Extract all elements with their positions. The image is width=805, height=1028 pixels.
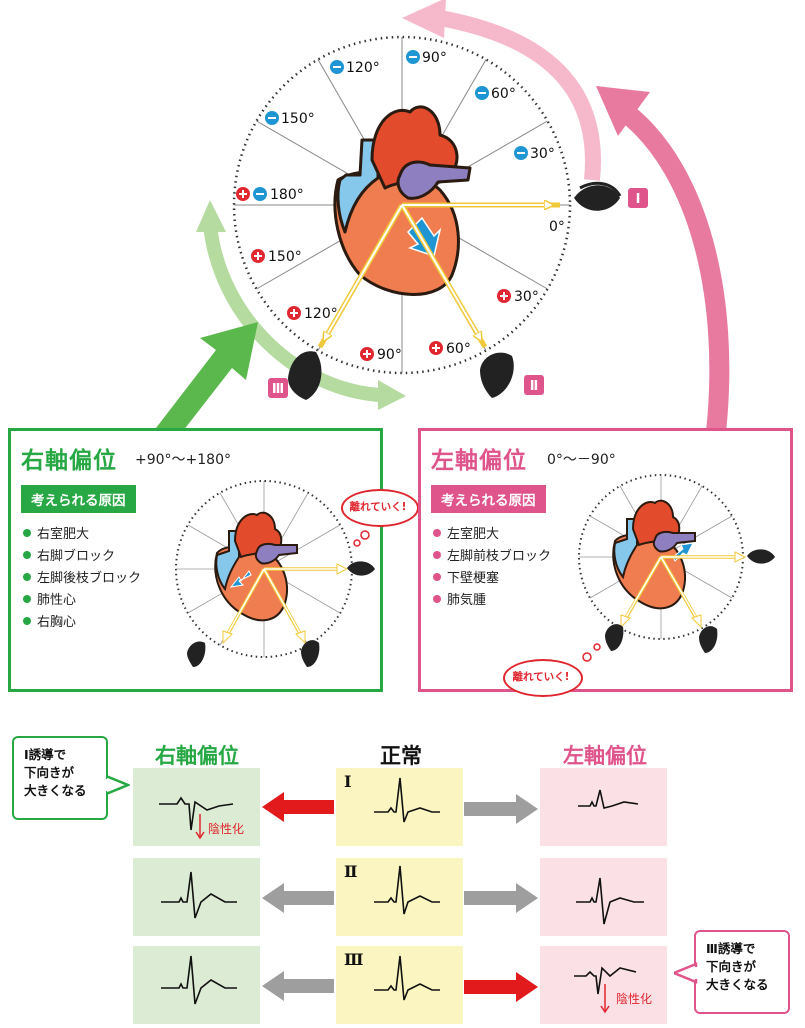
right-axis-deviation-box: 右軸偏位 +90°～+180° 考えられる原因 右室肥大 右脚ブロック 左脚後枝…	[8, 428, 419, 692]
row-label-1: Ⅰ	[344, 772, 352, 791]
svg-text:60°: 60°	[446, 341, 471, 357]
right-bubble-text: 離れていく!	[349, 501, 407, 513]
svg-text:0°: 0°	[549, 219, 565, 235]
light-green-arc-arrow	[203, 224, 381, 402]
svg-text:150°: 150°	[281, 111, 315, 127]
svg-text:120°: 120°	[346, 60, 380, 76]
label-plus-150: 150°	[251, 249, 302, 265]
left-causes-list: 左室肥大 左脚前枝ブロック 下壁梗塞 肺気腫	[433, 524, 551, 612]
label-minus-90: 90°	[406, 50, 447, 66]
col-head-normal: 正常	[380, 744, 422, 768]
pink-curved-arrow	[618, 104, 730, 430]
svg-text:90°: 90°	[422, 50, 447, 66]
svg-text:120°: 120°	[304, 306, 338, 322]
left-callout: Ⅰ誘導で 下向きが 大きくなる	[12, 736, 108, 820]
right-axis-range: +90°～+180°	[135, 452, 231, 468]
svg-text:Ⅰ: Ⅰ	[636, 192, 641, 207]
svg-text:90°: 90°	[377, 347, 402, 363]
pink-arrowhead	[596, 86, 650, 136]
right-callout-tail	[674, 962, 698, 984]
row-label-2: Ⅱ	[344, 862, 358, 881]
ecg-panel-left-lead3: 陰性化	[540, 946, 667, 1024]
green-diagonal-arrow	[156, 322, 258, 430]
label-plus-120: 120°	[287, 306, 338, 322]
light-pink-arrowhead	[402, 0, 446, 38]
label-minus-150: 150°	[265, 111, 315, 127]
left-callout-tail	[106, 774, 130, 796]
lead-badge-2: Ⅱ	[524, 375, 544, 395]
left-bubble	[503, 659, 583, 697]
ecg-panel-right-lead2	[133, 858, 260, 936]
red-arrow-right-row3	[464, 972, 538, 1002]
ecg-panel-normal-lead1: Ⅰ	[336, 768, 463, 846]
label-plus-90: 90°	[360, 347, 402, 363]
left-axis-deviation-box: 左軸偏位 0°～－90° 考えられる原因 左室肥大 左脚前枝ブロック 下壁梗塞 …	[418, 428, 793, 697]
left-bubble-text: 離れていく!	[512, 671, 570, 683]
list-item: 右室肥大	[23, 524, 141, 546]
right-bubble	[341, 489, 419, 527]
left-axis-range: 0°～－90°	[547, 452, 616, 468]
right-mini-diagram	[175, 480, 375, 667]
col-head-left-axis: 左軸偏位	[563, 744, 647, 768]
negative-label-left: 陰性化	[616, 992, 653, 1006]
list-item: 左脚前枝ブロック	[433, 546, 551, 568]
row-label-3: Ⅲ	[344, 950, 364, 969]
gray-arrow-right-row2	[464, 883, 538, 913]
hexaxial-diagram: Ⅰ Ⅱ Ⅲ 120° 90° 60° 30° 0° 150°	[156, 0, 730, 430]
eye-icon-lead2	[480, 352, 514, 398]
list-item: 肺性心	[23, 590, 141, 612]
eye-icon-lead3	[288, 351, 322, 400]
col-head-right-axis: 右軸偏位	[155, 744, 239, 768]
ecg-panel-normal-lead2: Ⅱ	[336, 858, 463, 936]
list-item: 左室肥大	[433, 524, 551, 546]
lead-badge-1: Ⅰ	[628, 188, 648, 208]
red-arrow-left-row1	[262, 792, 334, 822]
gray-arrow-left-row3	[262, 971, 334, 1001]
list-item: 右胸心	[23, 612, 141, 634]
list-item: 左脚後枝ブロック	[23, 568, 141, 590]
lead-badge-3: Ⅲ	[268, 378, 288, 398]
heart-illustration	[333, 105, 472, 296]
left-mini-diagram	[578, 474, 775, 662]
right-axis-title: 右軸偏位	[21, 448, 117, 474]
counterclockwise-arrow-lead1	[438, 10, 601, 181]
svg-text:Ⅱ: Ⅱ	[530, 379, 539, 394]
label-zero: 0°	[549, 219, 565, 235]
list-item: 右脚ブロック	[23, 546, 141, 568]
right-callout: Ⅲ誘導で 下向きが 大きくなる	[694, 930, 790, 1014]
gray-arrow-left-row2	[262, 883, 334, 913]
right-causes-list: 右室肥大 右脚ブロック 左脚後枝ブロック 肺性心 右胸心	[23, 524, 141, 634]
gray-arrow-right-row1	[464, 794, 538, 824]
svg-text:180°: 180°	[270, 187, 304, 203]
ecg-panel-normal-lead3: Ⅲ	[336, 946, 463, 1024]
svg-text:Ⅲ: Ⅲ	[272, 382, 284, 397]
negative-label-right: 陰性化	[208, 822, 245, 836]
label-minus-120: 120°	[330, 60, 380, 76]
ecg-panel-right-lead3	[133, 946, 260, 1024]
label-plus-minus-180: 180°	[236, 187, 304, 203]
svg-text:60°: 60°	[491, 86, 516, 102]
left-axis-title: 左軸偏位	[431, 448, 527, 474]
right-causes-header: 考えられる原因	[21, 485, 136, 513]
light-green-arrowhead-bottom	[378, 380, 406, 410]
ecg-panel-right-lead1: 陰性化	[133, 768, 260, 846]
svg-text:30°: 30°	[530, 146, 555, 162]
ecg-panel-left-lead2	[540, 858, 667, 936]
svg-text:30°: 30°	[514, 289, 539, 305]
svg-text:150°: 150°	[268, 249, 302, 265]
eye-icon-lead1	[574, 181, 622, 211]
ecg-panel-left-lead1	[540, 768, 667, 846]
label-minus-30: 30°	[514, 146, 555, 162]
list-item: 下壁梗塞	[433, 568, 551, 590]
label-minus-60: 60°	[475, 86, 516, 102]
list-item: 肺気腫	[433, 590, 551, 612]
label-plus-30: 30°	[497, 289, 539, 305]
light-green-arrowhead-top	[196, 200, 226, 232]
label-plus-60: 60°	[429, 341, 471, 357]
left-causes-header: 考えられる原因	[431, 485, 546, 513]
